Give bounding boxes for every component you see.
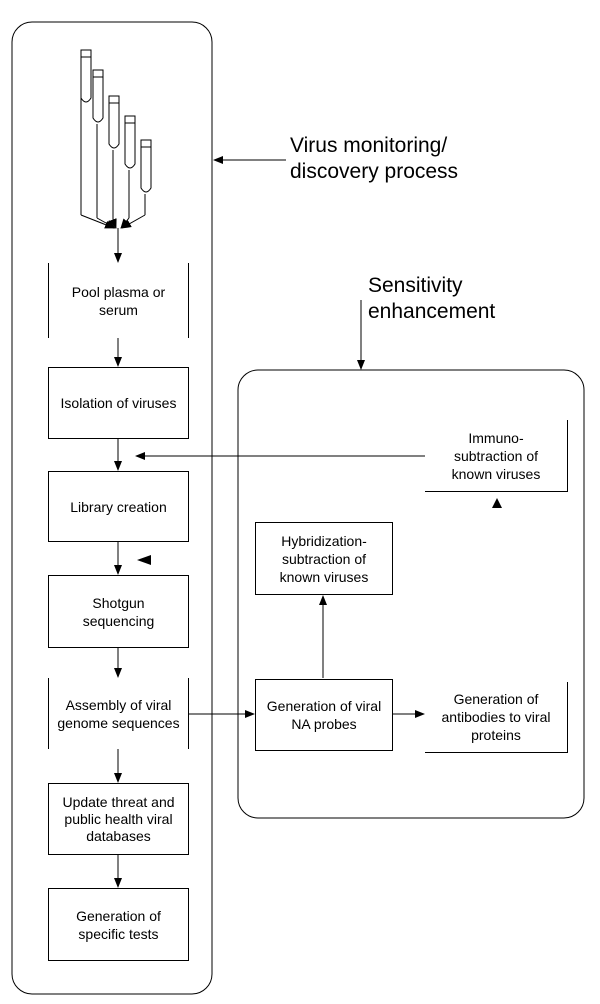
hybridization-subtraction: Hybridization-subtraction of known virus… xyxy=(255,522,393,595)
sensitivity-heading-line-2: enhancement xyxy=(368,300,496,323)
step-library-creation-label: Library creation xyxy=(70,498,167,515)
sample-tube-3 xyxy=(108,95,120,220)
arrowhead-marker-library xyxy=(137,555,151,565)
sensitivity-enhancement-container xyxy=(237,369,585,819)
immuno-subtraction-label: Immuno-subtraction of known viruses xyxy=(451,429,541,482)
step-assembly-label: Assembly of viral genome sequences xyxy=(57,696,180,731)
step-generation-tests: Generation of specific tests xyxy=(48,888,189,961)
sensitivity-heading-line-1: Sensitivity xyxy=(368,274,463,297)
immuno-subtraction: Immuno-subtraction of known viruses xyxy=(425,420,568,492)
step-library-creation: Library creation xyxy=(48,471,189,542)
discovery-process-container xyxy=(11,21,213,995)
monitoring-heading-line-2: discovery process xyxy=(290,160,459,183)
step-isolation: Isolation of viruses xyxy=(48,367,189,439)
step-update-databases-label: Update threat and public health viral da… xyxy=(62,793,175,844)
step-isolation-label: Isolation of viruses xyxy=(60,395,177,411)
sample-tube-5 xyxy=(140,139,152,215)
step-update-databases: Update threat and public health viral da… xyxy=(48,783,189,855)
step-shotgun-sequencing-label: Shotgun sequencing xyxy=(82,594,155,629)
monitoring-heading-line-1: Virus monitoring/ xyxy=(290,134,448,157)
arrowhead-marker-immuno xyxy=(492,498,502,508)
step-pool-plasma-label: Pool plasma or serum xyxy=(71,283,166,318)
step-shotgun-sequencing: Shotgun sequencing xyxy=(48,575,189,648)
step-assembly: Assembly of viral genome sequences xyxy=(48,678,189,749)
sample-tube-4 xyxy=(124,115,136,218)
sensitivity-heading: Sensitivity enhancement xyxy=(368,273,495,325)
monitoring-heading: Virus monitoring/ discovery process xyxy=(290,133,458,185)
generation-antibodies: Generation of antibodies to viral protei… xyxy=(425,682,568,753)
sample-tube-icon xyxy=(80,49,152,229)
generation-antibodies-label: Generation of antibodies to viral protei… xyxy=(441,691,551,743)
sample-tube-2 xyxy=(92,69,104,218)
step-pool-plasma: Pool plasma or serum xyxy=(48,263,189,338)
generation-viral-probes-label: Generation of viral NA probes xyxy=(266,698,382,732)
step-generation-tests-label: Generation of specific tests xyxy=(76,907,161,942)
generation-viral-probes: Generation of viral NA probes xyxy=(255,679,393,751)
hybridization-subtraction-label: Hybridization-subtraction of known virus… xyxy=(279,532,369,585)
sample-tube-1 xyxy=(80,49,92,215)
